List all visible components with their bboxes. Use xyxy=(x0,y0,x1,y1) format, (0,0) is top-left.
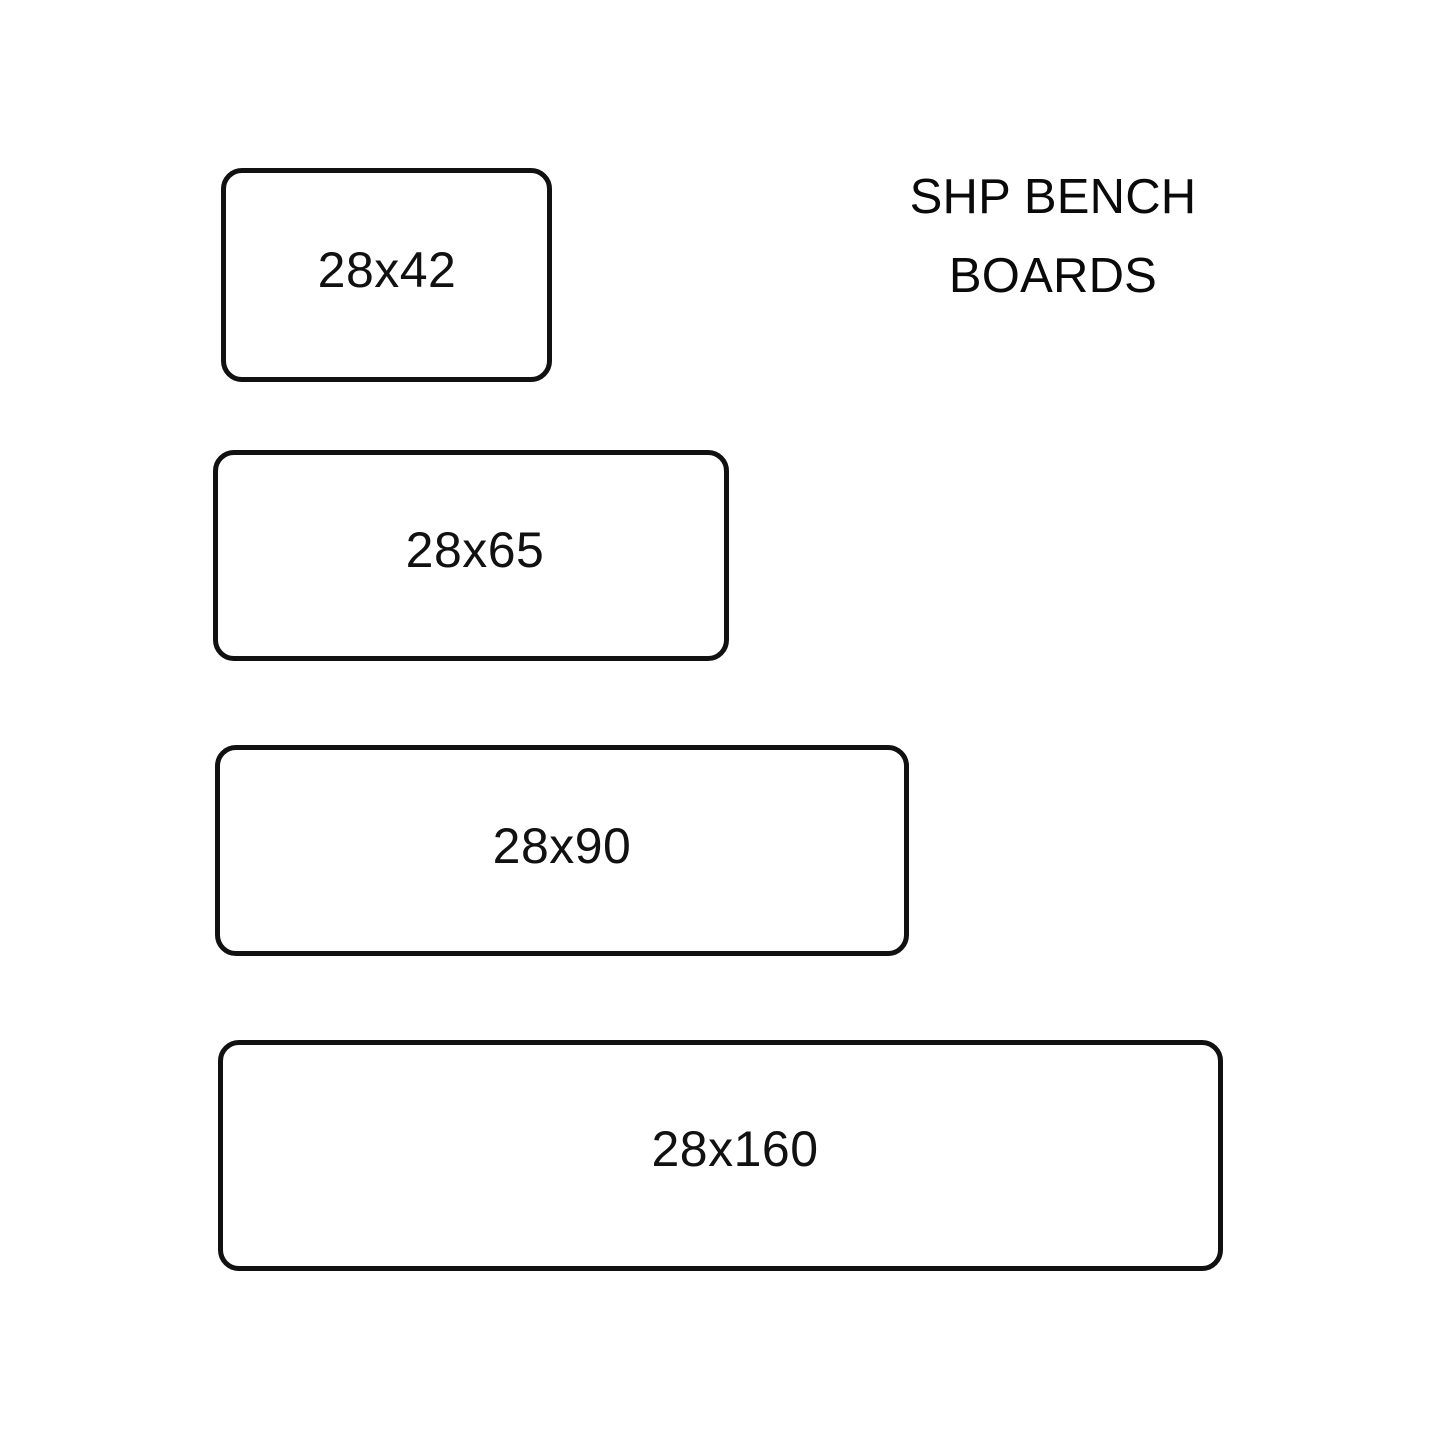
board-shape-28x90[interactable] xyxy=(215,745,909,956)
board-shape-28x160[interactable] xyxy=(218,1040,1223,1271)
board-label-28x90: 28x90 xyxy=(492,818,632,874)
board-label-28x160: 28x160 xyxy=(651,1121,819,1177)
title-line-1: SHP BENCH xyxy=(909,170,1197,224)
board-shape-28x42[interactable] xyxy=(221,168,552,382)
diagram-title: SHP BENCH BOARDS xyxy=(833,158,1273,316)
board-label-28x65: 28x65 xyxy=(405,522,545,578)
board-shape-28x65[interactable] xyxy=(213,450,729,661)
title-line-2: BOARDS xyxy=(948,249,1158,303)
board-label-28x42: 28x42 xyxy=(317,242,457,298)
